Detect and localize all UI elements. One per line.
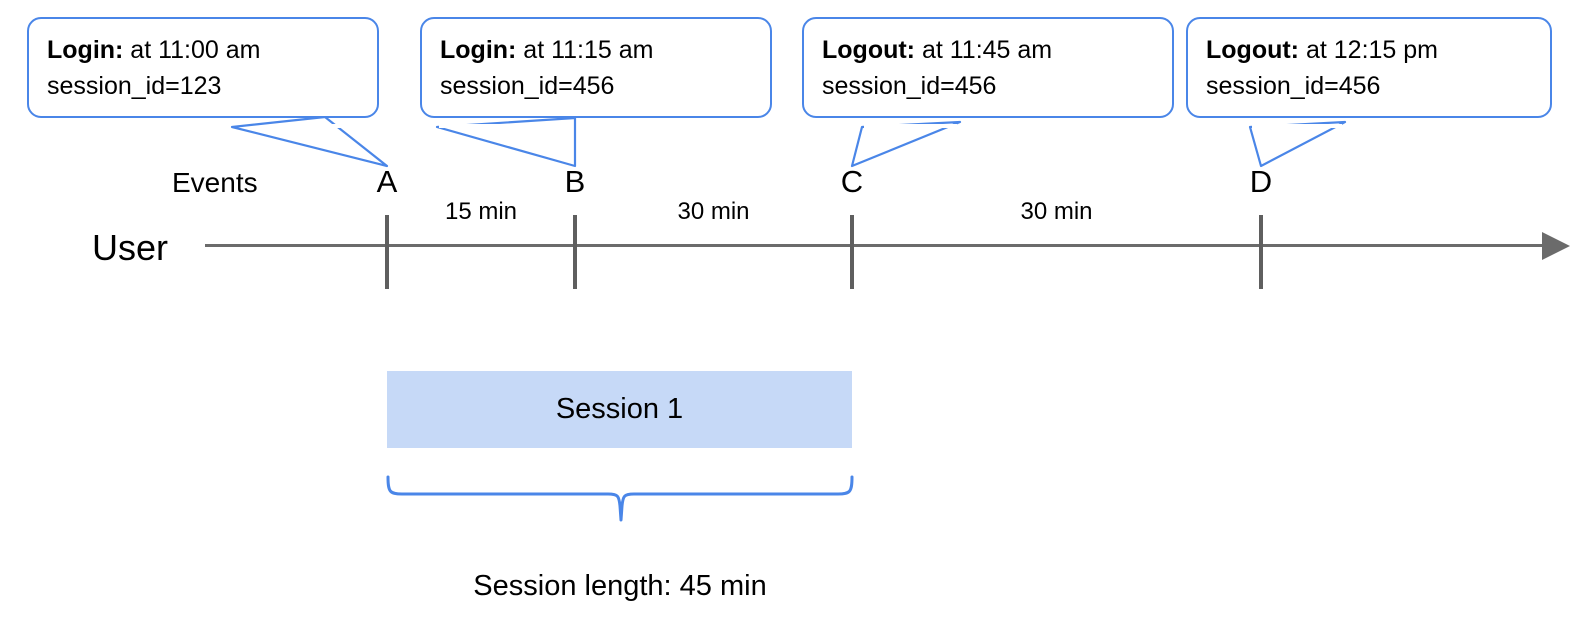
tick-label-b: B bbox=[564, 164, 586, 199]
callout-c-time: at 11:45 am bbox=[915, 36, 1053, 64]
tick-label-c: C bbox=[840, 164, 864, 199]
timeline-axis bbox=[205, 244, 1545, 247]
callout-b-event-type: Login: bbox=[440, 36, 517, 64]
interval-label-a-b: 15 min bbox=[444, 198, 518, 225]
callout-c-session-id: session_id=456 bbox=[822, 71, 997, 100]
callout-d-event-type: Logout: bbox=[1206, 36, 1300, 64]
tick-mark-c[interactable] bbox=[850, 215, 854, 289]
lane-label-user: User bbox=[92, 227, 169, 268]
callout-tail-c bbox=[850, 120, 962, 168]
callout-b-line1: Login: at 11:15 am bbox=[440, 33, 752, 69]
events-row-label: Events bbox=[172, 167, 258, 198]
callout-tail-d bbox=[1248, 120, 1347, 168]
tick-label-d: D bbox=[1249, 164, 1273, 199]
callout-event-c[interactable]: Logout: at 11:45 am session_id=456 bbox=[802, 17, 1174, 118]
callout-d-time: at 12:15 pm bbox=[1299, 36, 1438, 64]
callout-c-event-type: Logout: bbox=[822, 36, 916, 64]
callout-event-b[interactable]: Login: at 11:15 am session_id=456 bbox=[420, 17, 772, 118]
callout-event-d[interactable]: Logout: at 12:15 pm session_id=456 bbox=[1186, 17, 1552, 118]
timeline-arrowhead bbox=[1542, 232, 1570, 260]
callout-b-time: at 11:15 am bbox=[516, 36, 654, 64]
callout-a-time: at 11:00 am bbox=[123, 36, 261, 64]
callout-d-session-id: session_id=456 bbox=[1206, 71, 1381, 100]
callout-d-line1: Logout: at 12:15 pm bbox=[1206, 33, 1532, 69]
tick-label-a: A bbox=[376, 164, 398, 199]
callout-a-line1: Login: at 11:00 am bbox=[47, 33, 359, 69]
callout-a-session-id: session_id=123 bbox=[47, 71, 222, 100]
callout-event-a[interactable]: Login: at 11:00 am session_id=123 bbox=[27, 17, 379, 118]
tick-mark-b[interactable] bbox=[573, 215, 577, 289]
interval-label-b-c: 30 min bbox=[677, 198, 750, 225]
callout-c-line1: Logout: at 11:45 am bbox=[822, 33, 1154, 69]
tick-mark-a[interactable] bbox=[385, 215, 389, 289]
session-brace bbox=[386, 475, 854, 522]
callout-b-session-id: session_id=456 bbox=[440, 71, 615, 100]
tick-mark-d[interactable] bbox=[1259, 215, 1263, 289]
callout-tail-a bbox=[230, 115, 389, 168]
callout-tail-b bbox=[435, 116, 577, 168]
session-length-caption: Session length: 45 min bbox=[473, 570, 767, 602]
session-bar-session-1[interactable]: Session 1 bbox=[387, 371, 852, 448]
session-bar-label: Session 1 bbox=[555, 393, 684, 425]
interval-label-c-d: 30 min bbox=[1020, 198, 1093, 225]
callout-a-event-type: Login: bbox=[47, 36, 124, 64]
